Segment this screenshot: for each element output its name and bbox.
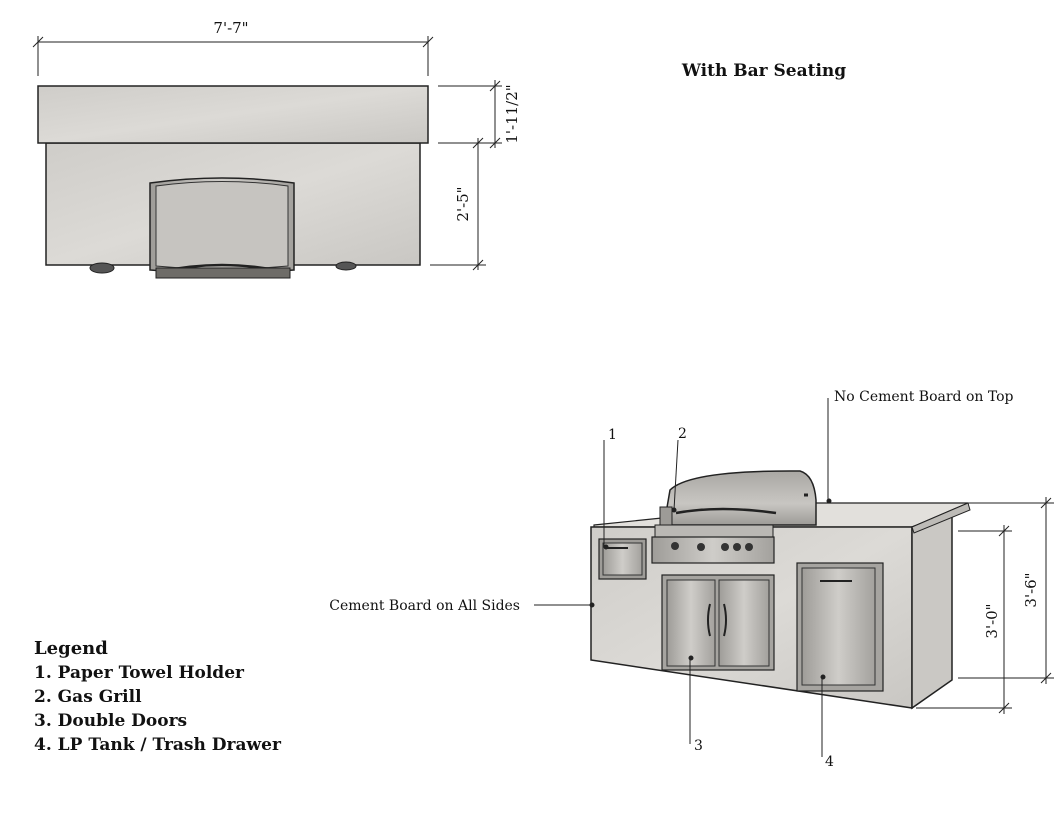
depth-dimensions	[430, 80, 502, 271]
island-side-face	[911, 511, 953, 710]
cement-all-sides-callout: Cement Board on All Sides	[329, 598, 520, 614]
height-outer-label: 3'-6"	[1022, 572, 1040, 607]
plan-foot-left	[89, 262, 115, 274]
plan-grill	[149, 177, 295, 279]
width-dimension	[32, 36, 434, 76]
legend: Legend 1. Paper Towel Holder 2. Gas Gril…	[34, 638, 282, 755]
marker-1: 1	[608, 427, 617, 443]
elevation-view: 1 2 3 4 No Cement Board on Top Cement Bo…	[329, 389, 1054, 770]
width-dimension-label: 7'-7"	[213, 19, 248, 37]
legend-item-1: 1. Paper Towel Holder	[34, 663, 245, 683]
height-inner-label: 3'-0"	[983, 603, 1001, 638]
gas-grill	[651, 470, 817, 564]
marker-2: 2	[678, 426, 687, 442]
marker-4: 4	[825, 754, 834, 770]
counter-depth-label: 1'-11/2"	[503, 84, 521, 143]
legend-item-2: 2. Gas Grill	[34, 687, 142, 707]
legend-title: Legend	[34, 638, 108, 659]
leader-lines	[534, 398, 832, 757]
height-dimensions	[916, 497, 1054, 714]
trash-drawer	[796, 562, 884, 692]
no-cement-top-callout: No Cement Board on Top	[834, 389, 1014, 405]
counter-lip	[911, 502, 971, 534]
plan-countertop	[37, 85, 429, 144]
legend-item-4: 4. LP Tank / Trash Drawer	[34, 735, 282, 755]
paper-towel-holder	[598, 538, 647, 580]
plan-foot-right	[335, 261, 357, 271]
base-depth-label: 2'-5"	[454, 186, 472, 221]
double-doors	[661, 574, 775, 671]
page-title: With Bar Seating	[681, 61, 846, 81]
plan-view: 7'-7" 1'-11/2" 2'-5"	[32, 19, 521, 279]
legend-item-3: 3. Double Doors	[34, 711, 187, 731]
marker-3: 3	[694, 738, 703, 754]
